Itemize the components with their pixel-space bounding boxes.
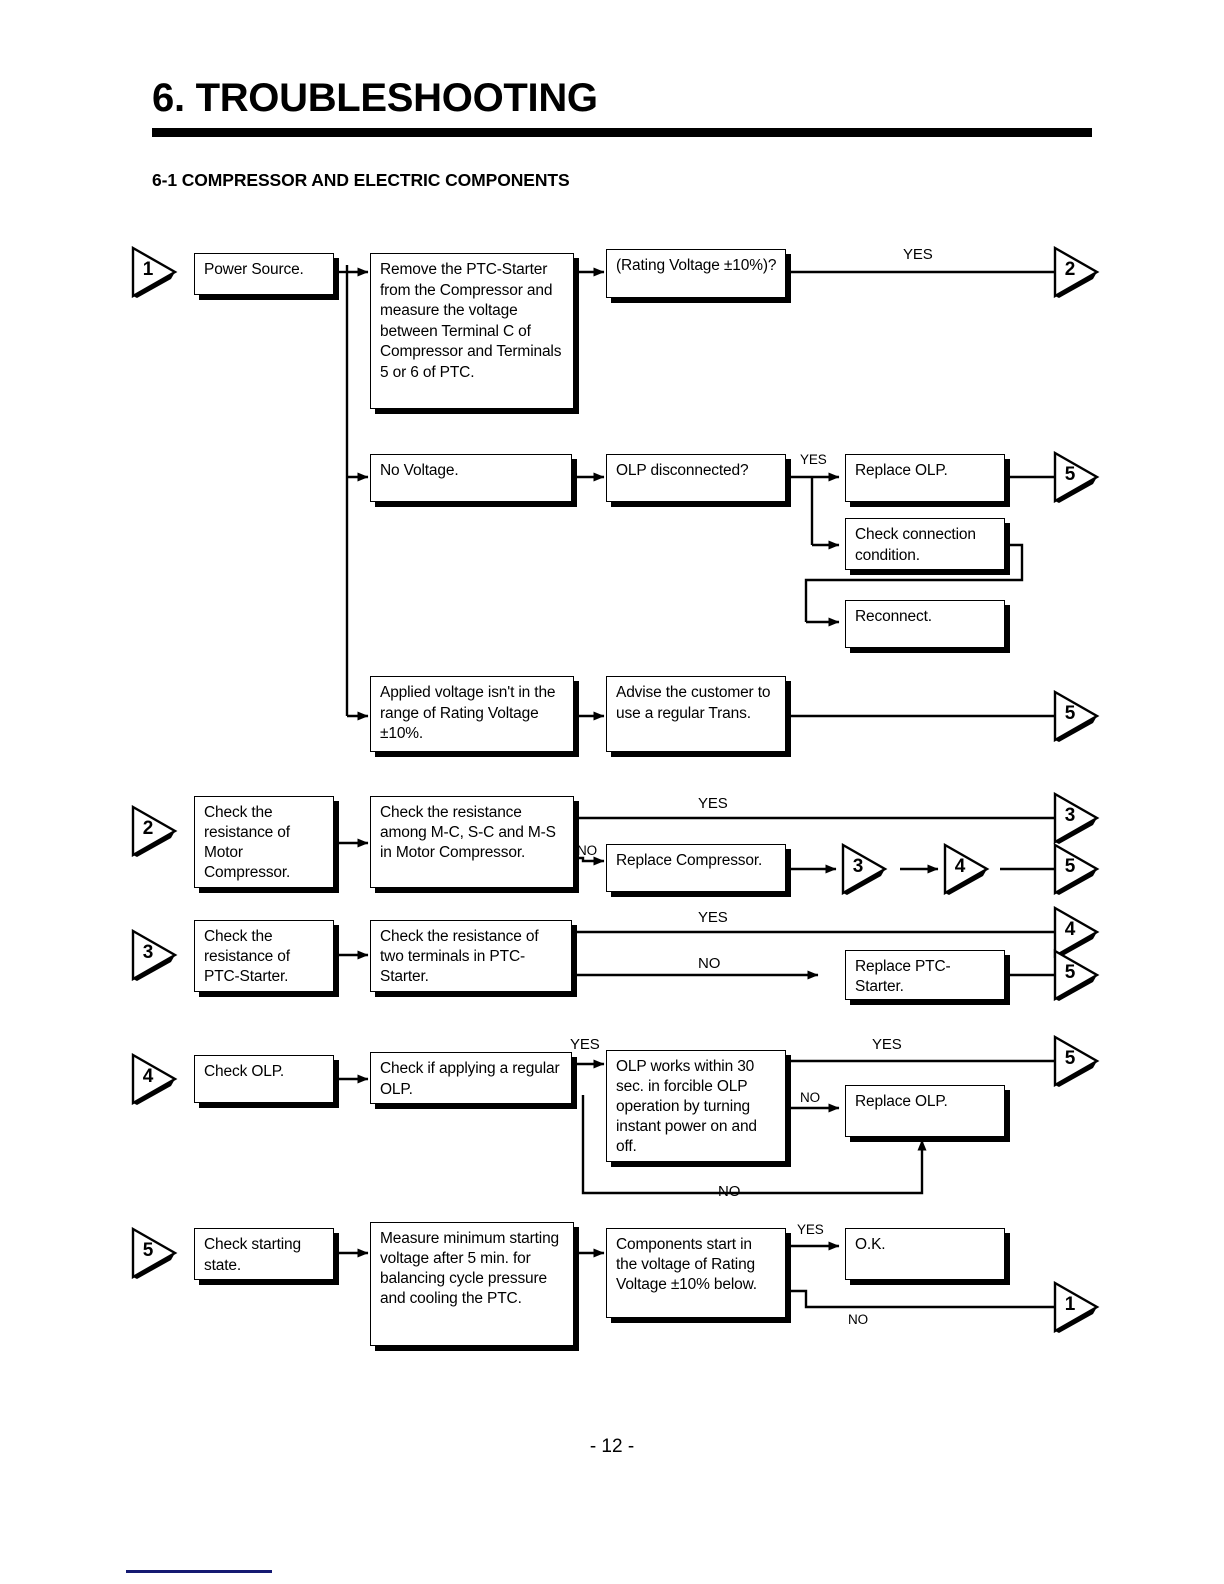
connector-to-4-a: 4 (942, 842, 990, 896)
connector-label: 1 (1064, 1294, 1076, 1315)
connector-start-4: 4 (130, 1052, 178, 1106)
connector-label: 2 (1064, 259, 1076, 280)
page-title: 6. TROUBLESHOOTING (152, 76, 598, 120)
connector-to-5-e: 5 (1052, 1034, 1100, 1088)
connector-label: 3 (1064, 805, 1076, 826)
node-check-olp: Check OLP. (194, 1055, 334, 1103)
connector-start-3: 3 (130, 928, 178, 982)
edge-label-yes-ptc: YES (698, 909, 728, 926)
connector-label: 5 (142, 1240, 154, 1261)
connector-label: 3 (142, 942, 154, 963)
connector-label: 5 (1064, 856, 1076, 877)
connector-to-2: 2 (1052, 245, 1100, 299)
edge-label-yes-regular-olp: YES (570, 1036, 600, 1053)
node-olp-disconnected: OLP disconnected? (606, 454, 786, 502)
connector-label: 2 (142, 818, 154, 839)
node-replace-compressor: Replace Compressor. (606, 844, 786, 892)
node-remove-ptc-starter: Remove the PTC-Starter from the Compress… (370, 253, 574, 409)
node-replace-olp-1: Replace OLP. (845, 454, 1005, 502)
connector-label: 5 (1064, 962, 1076, 983)
node-applied-voltage: Applied voltage isn't in the range of Ra… (370, 676, 574, 752)
connector-label: 5 (1064, 703, 1076, 724)
node-check-two-terminals: Check the resistance of two terminals in… (370, 920, 572, 992)
node-advise-customer: Advise the customer to use a regular Tra… (606, 676, 786, 752)
page-number: - 12 - (589, 1436, 635, 1457)
node-reconnect: Reconnect. (845, 600, 1005, 648)
connector-to-5-d: 5 (1052, 948, 1100, 1002)
connector-label: 3 (852, 856, 864, 877)
node-no-voltage: No Voltage. (370, 454, 572, 502)
node-check-connection-condition: Check connection condition. (845, 518, 1005, 570)
connector-label: 5 (1064, 1048, 1076, 1069)
connector-to-1: 1 (1052, 1280, 1100, 1334)
connector-label: 5 (1064, 464, 1076, 485)
section-subtitle: 6-1 COMPRESSOR AND ELECTRIC COMPONENTS (152, 170, 570, 190)
node-check-resistance-mc-sc-ms: Check the resistance among M-C, S-C and … (370, 796, 574, 888)
connector-start-2: 2 (130, 804, 178, 858)
edge-label-no-olp-works: NO (800, 1090, 821, 1105)
connector-to-5-c: 5 (1052, 842, 1100, 896)
connector-to-5-b: 5 (1052, 689, 1100, 743)
edge-label-yes-olp-works: YES (872, 1036, 902, 1053)
node-rating-voltage: (Rating Voltage ±10%)? (606, 249, 786, 298)
connector-label: 4 (1064, 919, 1076, 940)
connector-to-3-a: 3 (1052, 791, 1100, 845)
connector-label: 4 (954, 856, 966, 877)
edge-label-yes-rating: YES (903, 246, 933, 263)
connector-label: 1 (142, 259, 154, 280)
node-check-starting-state: Check starting state. (194, 1228, 334, 1280)
node-olp-works-30sec: OLP works within 30 sec. in forcible OLP… (606, 1050, 786, 1162)
connector-to-5-a: 5 (1052, 450, 1100, 504)
title-divider (152, 128, 1092, 137)
connector-to-4-b: 4 (1052, 905, 1100, 959)
node-measure-min-voltage: Measure minimum starting voltage after 5… (370, 1222, 574, 1346)
connector-start-1: 1 (130, 245, 178, 299)
connector-start-5: 5 (130, 1226, 178, 1280)
corner-mark (126, 1570, 272, 1573)
edge-label-no-loop-olp: NO (718, 1183, 741, 1200)
edge-label-no-motor: NO (577, 843, 598, 858)
node-components-start: Components start in the voltage of Ratin… (606, 1228, 786, 1318)
edge-label-no-ptc: NO (698, 955, 721, 972)
node-power-source: Power Source. (194, 253, 334, 295)
edge-label-no-components: NO (848, 1312, 869, 1327)
node-check-resistance-ptc: Check the resistance of PTC-Starter. (194, 920, 334, 992)
node-check-regular-olp: Check if applying a regular OLP. (370, 1052, 572, 1104)
node-replace-olp-2: Replace OLP. (845, 1085, 1005, 1137)
edge-label-yes-motor: YES (698, 795, 728, 812)
node-check-resistance-motor: Check the resistance of Motor Compressor… (194, 796, 334, 888)
connector-label: 4 (142, 1066, 154, 1087)
node-ok: O.K. (845, 1228, 1005, 1280)
edge-label-yes-olp-disconnected: YES (800, 452, 827, 467)
edge-label-yes-components: YES (797, 1222, 824, 1237)
node-replace-ptc-starter: Replace PTC-Starter. (845, 950, 1005, 1000)
connector-to-3-b: 3 (840, 842, 888, 896)
